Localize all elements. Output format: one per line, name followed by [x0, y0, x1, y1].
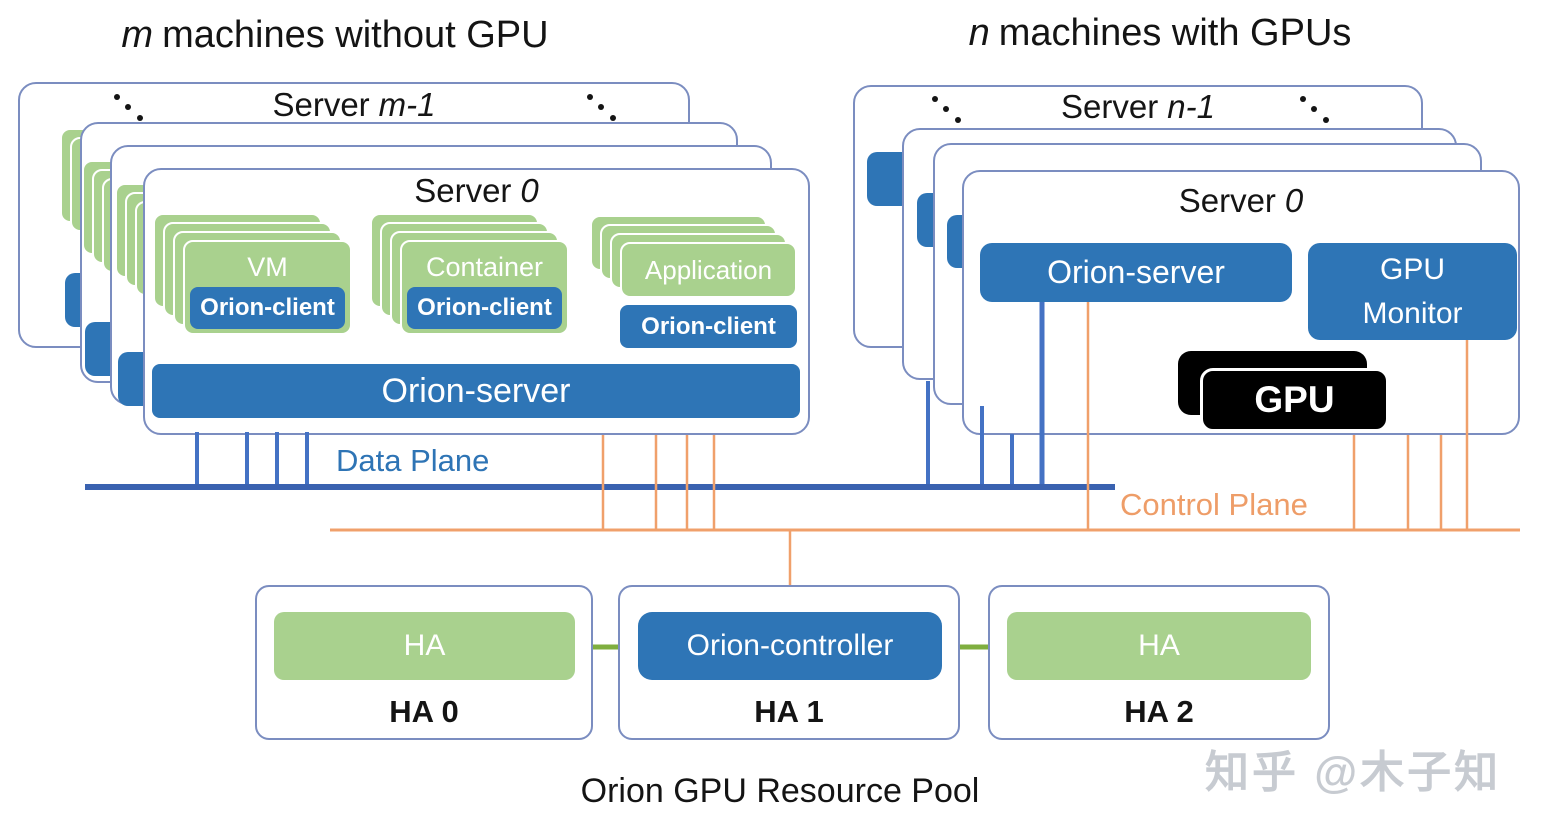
application-label: Application — [644, 254, 773, 285]
server-title-prefix: Server — [1061, 88, 1159, 125]
application-box: Application — [620, 242, 797, 298]
heading-left-text: machines without GPU — [162, 14, 549, 56]
orion-client-label: Orion-client — [417, 294, 552, 321]
ha-label: HA — [403, 629, 446, 662]
orion-server-label: Orion-server — [1047, 254, 1225, 290]
gpu-monitor-label-line1: GPU — [1379, 252, 1445, 286]
container-label: Container — [425, 252, 544, 282]
orion-server-label: Orion-server — [381, 371, 571, 410]
ha2-box: HA — [1007, 612, 1311, 680]
server-title-prefix: Server — [414, 172, 512, 209]
server-title-prefix: Server — [1178, 182, 1276, 219]
ha0-box: HA — [274, 612, 575, 680]
heading-right-text: machines with GPUs — [998, 12, 1352, 54]
left-orion-server-bar: Orion-server — [152, 364, 800, 418]
application-orion-client-box: Orion-client — [620, 305, 797, 348]
server-title-index: m-1 — [378, 86, 436, 123]
ha0-caption: HA 0 — [389, 694, 459, 729]
heading-left-variable: m — [121, 14, 154, 56]
container-orion-client-box: Orion-client — [407, 287, 562, 329]
ellipsis-dots-icon — [1298, 94, 1332, 128]
server-title-index: n-1 — [1167, 88, 1215, 125]
control-plane-label: Control Plane — [1120, 487, 1308, 522]
server-title-index: 0 — [1284, 182, 1304, 219]
ellipsis-dots-icon — [585, 92, 619, 126]
ha2-caption: HA 2 — [1124, 694, 1194, 729]
vm-orion-client-box: Orion-client — [190, 287, 345, 329]
ha1-caption: HA 1 — [754, 694, 824, 729]
ellipsis-dots-icon — [930, 94, 964, 128]
orion-client-label: Orion-client — [200, 294, 335, 321]
server-title-index: 0 — [520, 172, 539, 209]
pool-title: Orion GPU Resource Pool — [580, 772, 980, 810]
right-orion-server-box: Orion-server — [980, 243, 1292, 302]
data-plane-label: Data Plane — [336, 443, 490, 478]
orion-client-label: Orion-client — [641, 312, 776, 340]
vm-label: VM — [247, 252, 288, 282]
watermark: 知乎 @木子知 — [1205, 748, 1502, 797]
gpu-monitor-label-line2: Monitor — [1362, 296, 1463, 330]
orion-controller-box: Orion-controller — [638, 612, 942, 680]
vm-box: VM Orion-client — [183, 240, 352, 335]
server-title-prefix: Server — [272, 86, 370, 123]
heading-right-variable: n — [968, 12, 990, 54]
gpu-box: GPU — [1200, 368, 1389, 432]
ellipsis-dots-icon — [112, 92, 146, 126]
gpu-monitor-box: GPU Monitor — [1308, 243, 1517, 340]
orion-controller-label: Orion-controller — [686, 629, 894, 662]
gpu-label: GPU — [1254, 379, 1335, 420]
ha-label: HA — [1138, 629, 1180, 662]
container-box: Container Orion-client — [400, 240, 569, 335]
